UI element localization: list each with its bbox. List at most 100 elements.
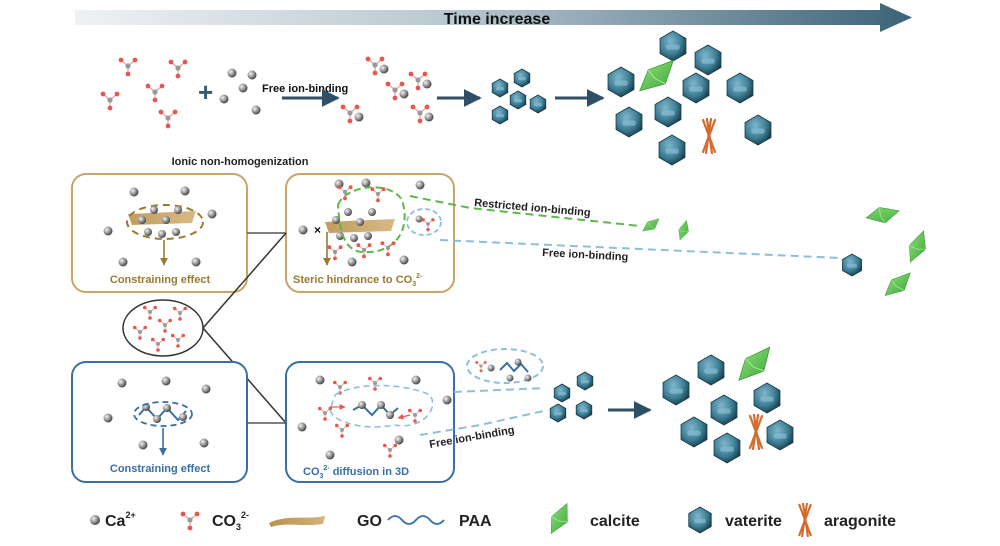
legend-item: calcite	[550, 502, 640, 534]
calcite-crystal-icon	[884, 272, 911, 296]
vaterite-crystal-icon	[529, 94, 547, 114]
row1-free-binding: + Free ion-binding	[100, 30, 772, 166]
vaterite-crystal-icon	[509, 90, 527, 110]
calcium-ion-icon	[422, 79, 432, 89]
calcium-ion-icon	[524, 374, 532, 382]
calcium-ion-icon	[315, 375, 325, 385]
blocked-mark-icon: ×	[314, 223, 321, 237]
vaterite-crystal-icon	[680, 416, 708, 448]
vaterite-crystal-icon	[575, 400, 593, 420]
calcium-ion-icon	[415, 215, 423, 223]
carbonate-ion-icon	[408, 71, 428, 91]
calcium-ions-cluster	[219, 68, 261, 115]
vaterite-crystal-icon	[726, 72, 754, 104]
legend-item: PAA	[387, 513, 492, 530]
carbonate-ion-icon	[475, 360, 487, 373]
legend-label: PAA	[459, 513, 492, 530]
legend-label: aragonite	[824, 513, 896, 530]
vaterite-crystal-icon	[753, 382, 781, 414]
restricted-binding-line	[409, 195, 641, 227]
vaterite-crystal-icon	[654, 96, 682, 128]
vaterite-crystal-icon	[682, 72, 710, 104]
connector-upper	[202, 232, 287, 329]
small-vaterite-cluster	[491, 68, 547, 125]
calcium-ion-icon	[227, 68, 237, 78]
calcium-ion-icon	[334, 179, 344, 189]
calcium-ion-icon	[144, 228, 152, 236]
go-box2-contents: ×	[298, 178, 442, 267]
calcium-ion-icon	[117, 378, 127, 388]
carbonate-ion-icon	[172, 306, 188, 321]
carbonate-ion-icon	[334, 423, 350, 438]
calcium-ion-icon	[487, 364, 495, 372]
free-binding-line-top	[439, 239, 841, 259]
vaterite-crystal-icon	[658, 134, 686, 166]
carbonate-ion-icon	[157, 318, 173, 333]
carbonate-ion-icon	[340, 104, 360, 124]
calcium-ion-icon	[377, 401, 385, 409]
calcium-ion-icon	[344, 208, 352, 216]
vaterite-crystal-icon	[576, 371, 594, 391]
vaterite-crystal-icon	[694, 44, 722, 76]
vaterite-crystal-icon	[688, 506, 712, 534]
calcium-ion-icon	[325, 450, 335, 460]
restricted-binding-label: Restricted ion-binding	[474, 197, 591, 219]
calcium-ion-icon	[138, 216, 146, 224]
legend-label: calcite	[590, 513, 640, 530]
legend-item: aragonite	[798, 502, 896, 538]
carbonate-ion-icon	[382, 443, 398, 458]
calcium-ion-icon	[158, 230, 166, 238]
carbonate-ion-icon	[145, 83, 165, 103]
calcium-ion-icon	[399, 255, 409, 265]
calcium-ion-icon	[161, 376, 171, 386]
legend-label: CO32-	[212, 510, 249, 532]
carbonate-ion-icon	[118, 57, 138, 77]
free-binding-line-lower-2	[419, 409, 549, 436]
carbonate-ion-icon	[410, 104, 430, 124]
carbonate-ion-icon	[170, 333, 186, 348]
legend-item: vaterite	[688, 506, 782, 534]
legend-item: GO	[269, 513, 382, 530]
calcium-ion-icon	[153, 415, 161, 423]
calcite-crystal-icon	[678, 219, 689, 241]
calcium-ion-icon	[138, 440, 148, 450]
paa-right-contents	[475, 358, 594, 423]
calcium-ion-icon	[103, 226, 113, 236]
carbonate-ions-cluster	[100, 57, 188, 129]
constraint-ellipse	[126, 204, 204, 240]
calcium-ion-icon	[162, 216, 170, 224]
calcium-ion-icon	[399, 89, 409, 99]
calcium-ion-icon	[172, 228, 180, 236]
ionic-non-homogenization-heading: Ionic non-homogenization	[172, 156, 309, 168]
paa-chain-icon	[387, 515, 445, 525]
calcium-ion-icon	[332, 216, 340, 224]
calcium-ion-icon	[238, 83, 248, 93]
calcium-ion-icon	[411, 375, 421, 385]
legend-label: GO	[357, 513, 382, 530]
diffusion-arrow	[397, 413, 411, 420]
calcium-ion-icon	[191, 257, 201, 267]
vaterite-crystal-icon	[491, 78, 509, 98]
carbonate-ion-icon	[168, 59, 188, 79]
vaterite-crystal-icon	[662, 374, 690, 406]
calcium-ion-icon	[174, 206, 182, 214]
calcium-ion-icon	[358, 401, 366, 409]
calcium-ion-icon	[386, 411, 394, 419]
plus-sign: +	[198, 77, 213, 107]
calcite-crystal-icon	[639, 59, 674, 92]
carbonate-ion-icon	[365, 56, 385, 76]
calcium-ion-icon	[394, 435, 404, 445]
calcium-ion-icon	[297, 422, 307, 432]
carbonate-ion-icon	[132, 325, 148, 340]
vaterite-crystal-icon	[766, 419, 794, 451]
vaterite-crystal-icon	[697, 354, 725, 386]
vaterite-crystal-icon	[842, 253, 862, 277]
calcite-crystal-icon	[738, 346, 771, 381]
calcium-ion-icon	[506, 374, 514, 382]
legend-item: CO32-	[180, 510, 249, 532]
carbonate-ion-icon	[180, 511, 200, 531]
calcium-ion-icon	[103, 413, 113, 423]
carbonate-ion-icon	[158, 109, 178, 129]
calcium-ion-icon	[207, 209, 217, 219]
